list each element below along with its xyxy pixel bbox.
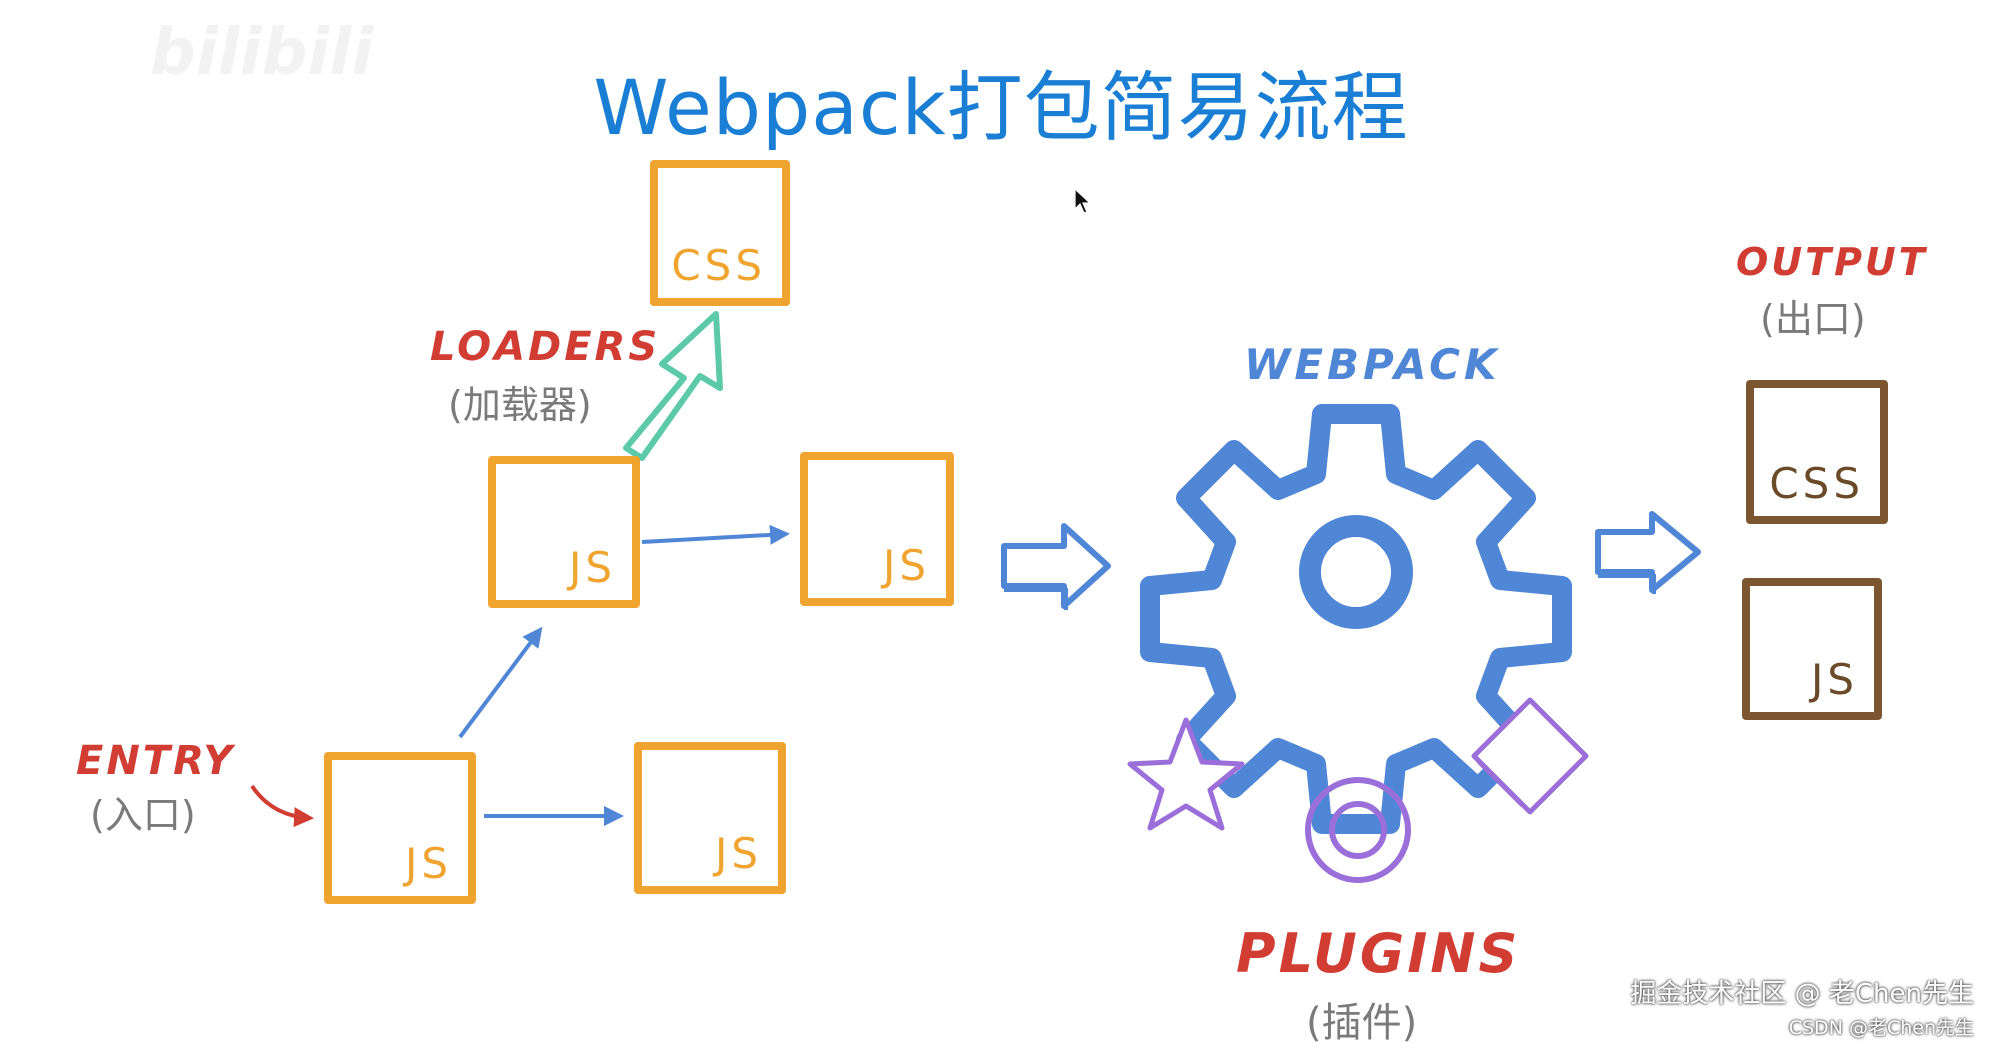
entry-label: ENTRY	[76, 738, 236, 784]
plugins-label: PLUGINS	[1236, 922, 1521, 985]
diamond-icon	[1471, 697, 1589, 815]
js-entry-box: JS	[324, 752, 476, 904]
js-bottom-box: JS	[634, 742, 786, 894]
box-label: JS	[1810, 655, 1858, 704]
hollow-arrow-icon	[1595, 511, 1701, 594]
loaders-sublabel: (加载器)	[448, 383, 592, 427]
box-label: CSS	[1769, 459, 1864, 508]
cursor-icon	[1074, 188, 1092, 214]
loaders-label: LOADERS	[430, 324, 661, 370]
output-js-box: JS	[1742, 578, 1882, 720]
loader-arrow	[623, 311, 723, 461]
page-title: Webpack打包简易流程	[593, 63, 1409, 152]
js-mid-box: JS	[488, 456, 640, 608]
hollow-arrow-icon	[1001, 523, 1111, 610]
csdn-credit: CSDN @老Chen先生	[1788, 1017, 1974, 1039]
bilibili-watermark: bilibili	[150, 16, 374, 90]
plugins-sublabel: (插件)	[1306, 1000, 1418, 1046]
output-sublabel: (出口)	[1760, 297, 1866, 341]
box-label: CSS	[671, 241, 766, 290]
gear-icon	[1140, 404, 1572, 834]
js-right-box: JS	[800, 452, 954, 606]
output-css-box: CSS	[1746, 380, 1888, 524]
output-label: OUTPUT	[1736, 240, 1928, 284]
box-label: JS	[714, 829, 762, 878]
juejin-credit: 掘金技术社区 @ 老Chen先生	[1630, 979, 1974, 1009]
css-loader-box: CSS	[650, 160, 790, 306]
arrow-mid-to-right	[641, 524, 790, 545]
webpack-label: WEBPACK	[1244, 340, 1501, 389]
arrow-entry-to-mid	[458, 626, 543, 739]
star-icon	[1127, 717, 1245, 831]
box-label: JS	[568, 543, 616, 592]
entry-arrow	[250, 784, 314, 828]
ring-icon	[1305, 777, 1411, 883]
entry-sublabel: (入口)	[90, 793, 196, 837]
box-label: JS	[404, 839, 452, 888]
box-label: JS	[882, 541, 930, 590]
